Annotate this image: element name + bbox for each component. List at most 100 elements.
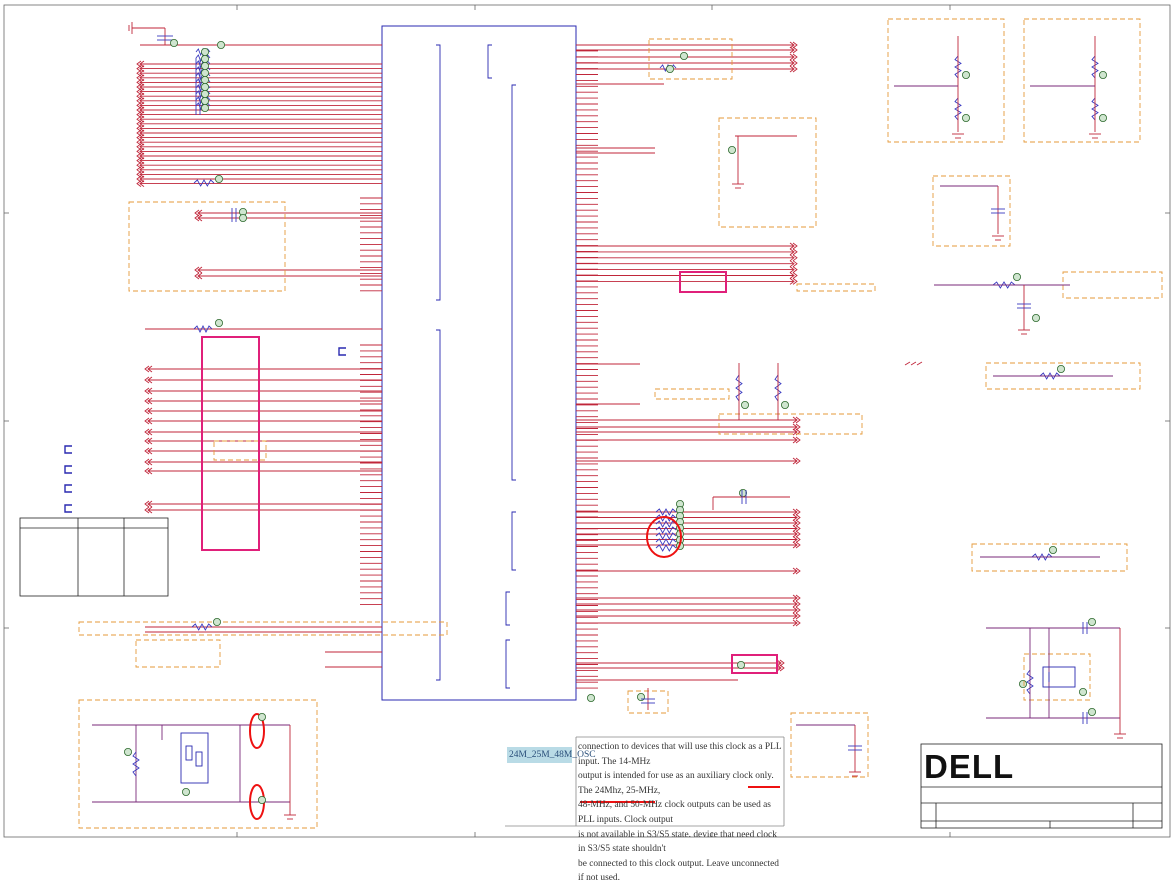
net-arrow-tag — [139, 180, 145, 187]
net-arrow-tag — [136, 143, 142, 151]
net-arrow-tag — [789, 242, 795, 250]
net-arrow-tag — [779, 659, 785, 667]
net-arrow-tag — [139, 138, 145, 146]
net-arrow-tag — [792, 242, 798, 250]
net-arrow-tag — [147, 417, 153, 425]
refdes-badge — [257, 713, 266, 722]
net-arrow-tag — [197, 209, 203, 217]
title-block — [920, 743, 1163, 829]
net-arrow-tag — [792, 606, 798, 614]
net-arrow-tag — [136, 129, 142, 137]
net-arrow-tag — [792, 53, 798, 61]
right-divider-circuits — [732, 36, 1113, 558]
note-line: 48-MHz, and 50-MHz clock outputs can be … — [578, 800, 771, 825]
net-arrow-tag — [136, 134, 142, 141]
left-pin-wires — [140, 63, 382, 668]
refdes-badge — [238, 213, 247, 222]
net-arrow-tag — [139, 175, 145, 183]
resistor-symbol — [735, 374, 743, 402]
net-arrow-tag — [792, 248, 798, 256]
net-arrow-tag — [139, 102, 145, 109]
refdes-badge — [124, 748, 133, 757]
refdes-badge — [1079, 688, 1088, 697]
net-arrow-tag — [795, 519, 801, 527]
net-arrow-tag — [789, 46, 795, 54]
net-arrow-tag — [139, 166, 145, 174]
net-arrow-tag — [136, 148, 142, 155]
note-line: output is intended for use as an auxilia… — [578, 771, 774, 796]
net-arrow-tag — [136, 120, 142, 128]
net-arrow-tag — [795, 530, 801, 538]
net-arrow-tag — [139, 115, 145, 123]
net-arrow-tag — [139, 106, 145, 114]
net-arrow-tag — [776, 659, 782, 667]
net-arrow-tag — [147, 387, 153, 395]
net-arrow-tag — [779, 664, 785, 672]
net-arrow-tag — [144, 376, 150, 384]
refdes-badge — [1049, 546, 1058, 555]
net-arrow-tag — [136, 166, 142, 174]
refdes-badge — [200, 97, 209, 106]
net-arrow-tag — [144, 500, 150, 508]
net-arrow-tag — [795, 514, 801, 521]
refdes-badge — [169, 39, 178, 48]
refdes-badge — [1088, 618, 1097, 627]
right-group-boxes — [627, 18, 1163, 778]
net-arrow-tag — [795, 606, 801, 614]
oscillator-net-label: 24M_25M_48M_OSC — [507, 747, 596, 763]
refdes-badge — [739, 488, 748, 497]
refdes-badge — [1032, 313, 1041, 322]
net-arrow-tag — [795, 436, 801, 444]
refdes-badge — [200, 48, 209, 57]
resistor-symbol — [992, 281, 1016, 289]
net-arrow-tag — [789, 266, 795, 273]
left-net-labels — [136, 60, 203, 514]
net-arrow-tag — [197, 266, 203, 274]
refdes-badge — [1088, 708, 1097, 717]
net-arrow-tag — [136, 92, 142, 100]
net-arrow-tag — [136, 175, 142, 183]
net-arrow-tag — [136, 106, 142, 114]
net-arrow-tag — [795, 457, 801, 465]
net-arrow-tag — [147, 397, 153, 405]
net-arrow-tag — [792, 619, 798, 627]
net-arrow-tag — [136, 102, 142, 109]
net-arrow-tag — [139, 74, 145, 82]
refdes-badge — [200, 55, 209, 64]
net-arrow-tag — [795, 594, 801, 602]
net-arrow-tag — [147, 376, 153, 384]
schematic-sheet — [3, 4, 1171, 838]
net-arrow-tag — [795, 612, 801, 620]
resistor-symbol — [193, 324, 213, 334]
net-arrow-tag — [144, 387, 150, 395]
net-arrow-tag — [795, 525, 801, 532]
net-arrow-tag — [139, 129, 145, 137]
net-arrow-tag — [144, 506, 150, 514]
resistor-symbol — [1031, 553, 1053, 561]
net-arrow-tag — [136, 180, 142, 187]
net-arrow-tag — [147, 365, 153, 373]
net-arrow-tag — [795, 508, 801, 516]
net-arrow-tag — [792, 594, 798, 602]
net-arrow-tag — [144, 397, 150, 405]
net-arrow-tag — [144, 407, 150, 415]
refdes-badge — [257, 796, 266, 805]
refdes-badge — [962, 71, 971, 80]
resistor-symbol — [655, 532, 677, 540]
net-arrow-tag — [776, 664, 782, 672]
refdes-badges — [124, 39, 1108, 805]
net-arrow-tag — [792, 567, 798, 575]
refdes-badge — [962, 114, 971, 123]
net-arrow-tag — [147, 500, 153, 508]
net-arrow-tag — [789, 254, 795, 262]
net-arrow-tag — [139, 111, 145, 118]
net-arrow-tag — [792, 266, 798, 273]
resistor-symbols — [132, 47, 1099, 777]
net-arrow-tag — [139, 120, 145, 128]
net-arrow-tag — [792, 508, 798, 516]
resistor-symbol — [954, 55, 962, 79]
net-arrow-tag — [792, 278, 798, 285]
net-arrow-tag — [139, 152, 145, 160]
net-arrow-tag — [139, 83, 145, 91]
net-arrow-tag — [795, 619, 801, 627]
